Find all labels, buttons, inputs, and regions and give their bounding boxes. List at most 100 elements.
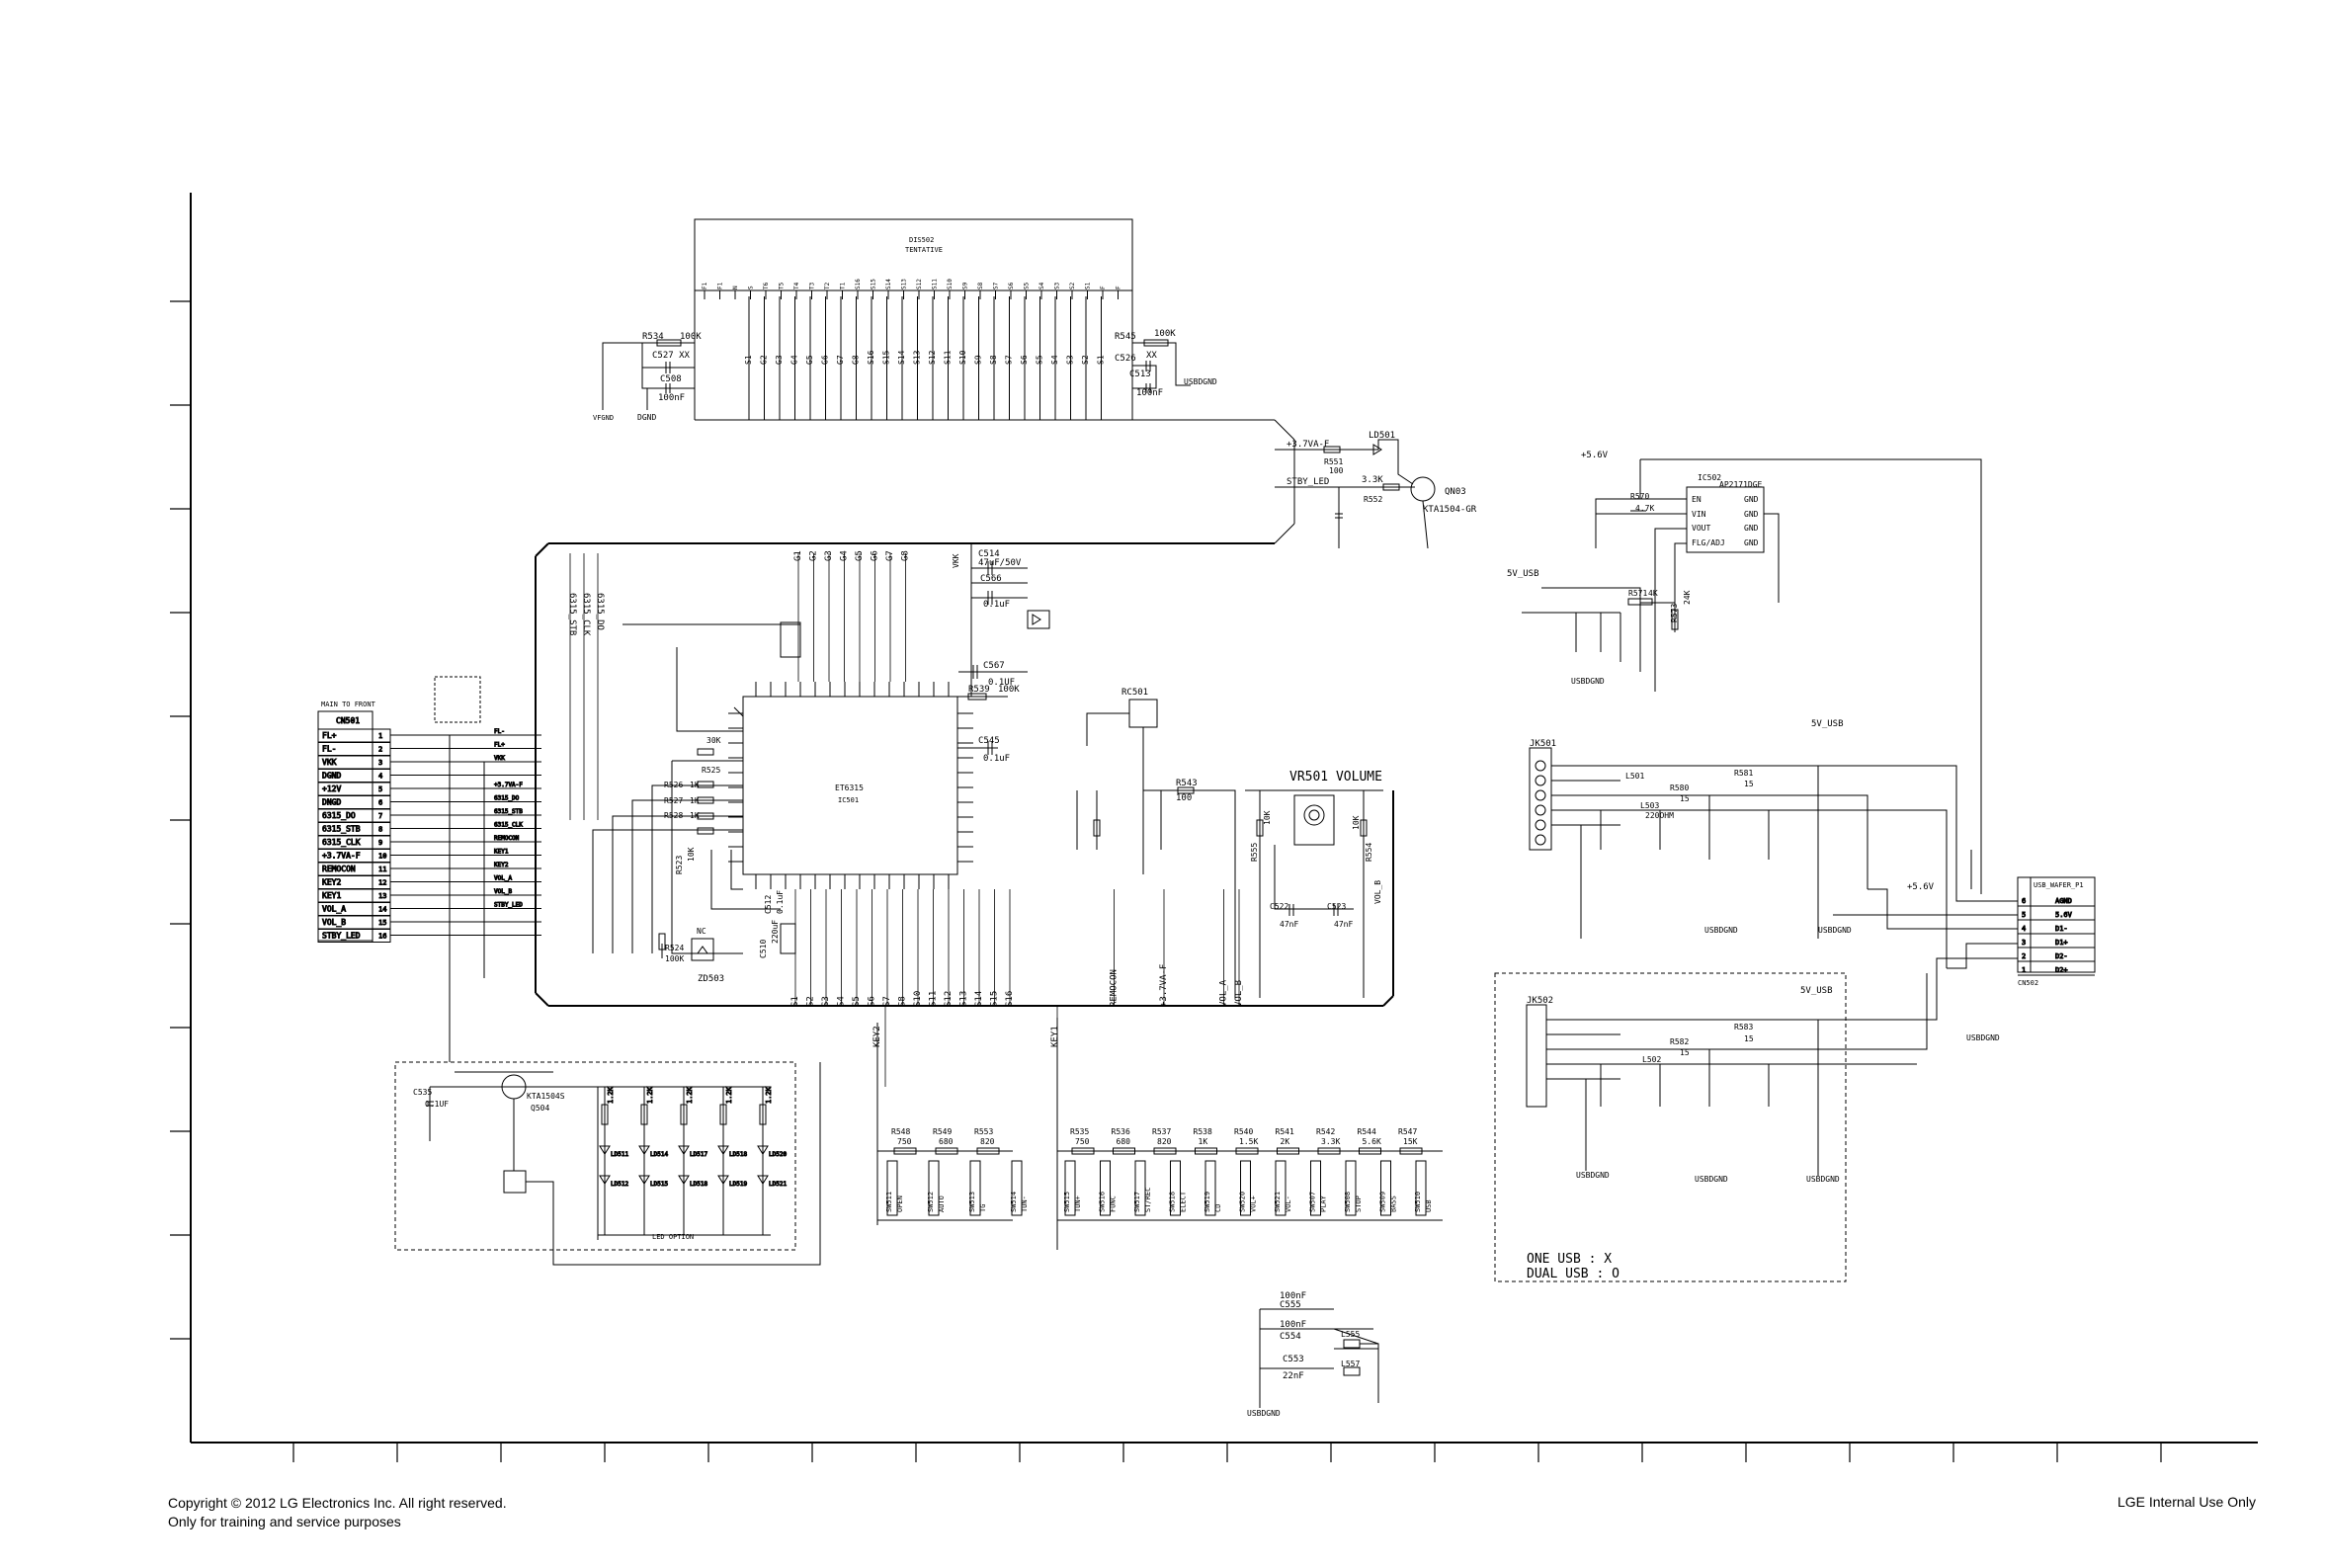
ic501-pins <box>728 682 973 889</box>
vfd-pin-label: S16 <box>855 279 862 289</box>
sw2-switch-ref: SW521 <box>1274 1192 1282 1212</box>
vfd-pin-label: F <box>1116 286 1122 289</box>
bus-label-bottom: S2 <box>806 996 816 1007</box>
r573-label: R573 <box>1670 604 1679 622</box>
sw1-switch <box>928 1160 940 1216</box>
q504-label: Q504 <box>531 1104 549 1113</box>
vfd-grid-label: G6 <box>821 355 830 365</box>
sw2-resistor <box>1113 1147 1135 1155</box>
sw2-switch-ref: SW519 <box>1204 1192 1211 1212</box>
jk501-pin <box>1535 760 1546 772</box>
c566-label: C566 <box>980 574 1002 584</box>
sw2-resistor-ref: R538 <box>1194 1127 1212 1136</box>
vfd-right-filament <box>1131 339 1191 410</box>
sw2-switch-function: ELECT <box>1180 1191 1188 1212</box>
led-resistor-value: 1.2K <box>607 1086 615 1104</box>
vfd-pin-label: S7 <box>993 282 1000 289</box>
l503-label: L503 <box>1640 801 1659 810</box>
vfd-grid-label: S12 <box>928 350 937 365</box>
usbdgnd-jk502: USBDGND <box>1576 1171 1610 1180</box>
usb5-jk502: 5V_USB <box>1800 986 1833 996</box>
key1-label: KEY1 <box>1050 1026 1060 1047</box>
cn501-net-label: STBY_LED <box>494 902 523 909</box>
net-37va: +3.7VA-F <box>1287 440 1329 450</box>
ic502-gnd1: GND <box>1744 495 1759 504</box>
vfd-pin-label: S3 <box>1054 282 1061 289</box>
cn502-pin-label: AGND <box>2055 897 2072 905</box>
c512-label: C512 <box>764 895 773 914</box>
r523-value: 10K <box>687 847 696 862</box>
cn501-net-label: KEY2 <box>494 862 509 868</box>
ic502-flg: FLG/ADJ <box>1692 538 1725 547</box>
vfd-pin-label: S2 <box>1069 282 1076 289</box>
sw2-switch-ref: SW518 <box>1169 1192 1177 1212</box>
bus-label-bottom: S16 <box>1005 991 1015 1007</box>
cn501-net-label: FL- <box>494 728 505 735</box>
vfd-grid-label: S11 <box>944 350 953 365</box>
sw2-switch-function: FUNC <box>1110 1196 1118 1212</box>
frame-ticks-bottom <box>292 1443 2162 1462</box>
c523-value: 47nF <box>1334 920 1353 929</box>
led-label: LD519 <box>729 1181 747 1188</box>
vfd-grid-label: S8 <box>989 355 998 365</box>
vfd-grid-label: S13 <box>913 350 922 365</box>
sw2-switch-function: STOP <box>1355 1196 1363 1212</box>
remote-volume <box>1076 699 1383 998</box>
usbdgnd-bottom: USBDGND <box>1247 1409 1281 1418</box>
bus-label-grid: G5 <box>855 550 865 561</box>
cn501-pin-label: FL+ <box>322 731 337 740</box>
c508-value: 100nF <box>658 393 685 403</box>
sw2-switch-ref: SW510 <box>1414 1192 1422 1212</box>
bus-label-top: 6315_CLK <box>581 593 591 636</box>
c522-value: 47nF <box>1280 920 1298 929</box>
sw1-resistor-ref: R548 <box>891 1127 910 1136</box>
r551-label: R551 <box>1324 457 1343 466</box>
l501-label: L501 <box>1625 772 1644 781</box>
cn501-pin-label: 6315_STB <box>322 825 361 834</box>
sw2-switch <box>1064 1160 1076 1216</box>
r583-label: R583 <box>1734 1023 1753 1032</box>
cn501-net-label: 6315_CLK <box>494 822 523 829</box>
vfd-grid-label: S6 <box>1020 355 1029 365</box>
ic501-part: ET6315 <box>835 784 864 792</box>
q504-part: KTA1504S <box>527 1092 565 1101</box>
cn501-pin-number: 15 <box>378 919 386 927</box>
bus-label-grid: G7 <box>885 550 895 561</box>
vfd-pin-label: T5 <box>779 282 786 289</box>
sw1-resistor-value: 750 <box>897 1137 912 1146</box>
bus-label-top: 6315_DO <box>595 593 605 630</box>
r552-label: R552 <box>1364 495 1382 504</box>
nc-label: NC <box>697 927 706 936</box>
sw2-switch <box>1240 1160 1251 1216</box>
usbdgnd-label: USBDGND <box>1184 377 1217 386</box>
led-resistor <box>680 1104 688 1125</box>
cn502-pin-number: 4 <box>2022 925 2026 933</box>
vfd-pin-label: T6 <box>763 282 770 289</box>
ic502-en: EN <box>1692 495 1702 504</box>
sw2-switch-ref: SW516 <box>1099 1192 1107 1212</box>
led-label: LD512 <box>611 1181 628 1188</box>
jk501-pin <box>1535 804 1546 816</box>
dgnd-label: DGND <box>637 413 656 422</box>
c512-value: 0.1uF <box>776 890 785 914</box>
sw2-resistor <box>1235 1147 1259 1155</box>
led-resistor-value: 1.2K <box>765 1086 773 1104</box>
r543-label: R543 <box>1176 779 1198 788</box>
sw2-switch <box>1275 1160 1287 1216</box>
cn501-pin-label: VKK <box>322 758 337 767</box>
sw2-switch <box>1100 1160 1111 1216</box>
sw1-resistor-value: 820 <box>980 1137 995 1146</box>
led-option-label: LED OPTION <box>652 1233 694 1241</box>
sheet-frame <box>170 193 2258 1462</box>
vfd-pin-label: T4 <box>793 282 800 289</box>
c567-label: C567 <box>983 661 1005 671</box>
vfd-pin-label: S5 <box>1024 282 1031 289</box>
led-icon <box>599 1145 611 1155</box>
sw1-switch-function: TG <box>979 1204 987 1212</box>
vfd-grid-label: S5 <box>1036 355 1044 365</box>
bus-label-bottom: S15 <box>990 991 1000 1007</box>
sw2-resistor-value: 5.6K <box>1363 1137 1381 1146</box>
sw2-resistor-value: 2K <box>1281 1137 1290 1146</box>
vfd-pin-label: F <box>1100 286 1107 289</box>
